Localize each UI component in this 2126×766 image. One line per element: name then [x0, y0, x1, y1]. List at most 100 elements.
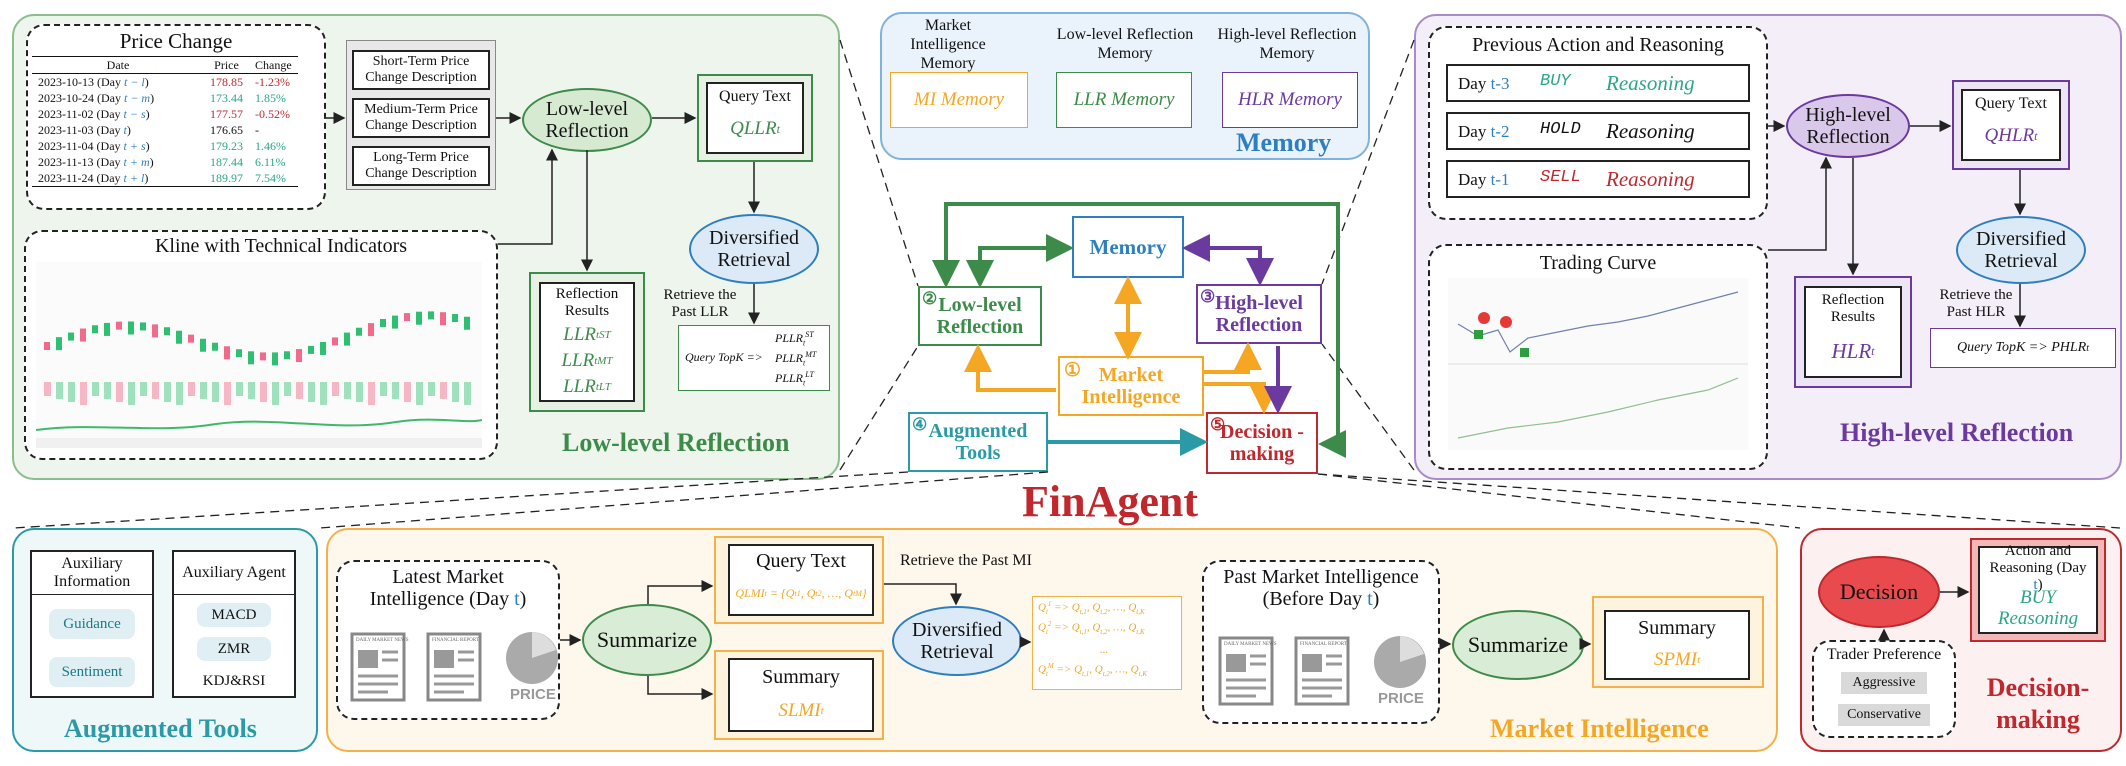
kline-candle — [308, 345, 314, 354]
kline-volume-bar — [152, 382, 159, 399]
buy-marker-icon-2 — [1520, 348, 1529, 357]
center-tools-node: ④ Augmented Tools — [908, 412, 1048, 472]
action-title: Action and Reasoning (Day t) — [1989, 542, 2087, 593]
trader-preference-title: Trader Preference — [1826, 646, 1942, 663]
price-date: 2023-10-24 (Day t − m) — [38, 91, 155, 105]
kline-candle — [116, 321, 122, 330]
price-date: 2023-11-24 (Day t + l) — [38, 171, 149, 185]
kline-candle — [320, 341, 326, 355]
medium-term-description: Medium-Term Price Change Description — [352, 98, 490, 138]
q-line: ... — [1100, 644, 1109, 656]
kline-volume-bar — [260, 382, 267, 402]
kline-volume-bar — [68, 382, 75, 402]
prev-action-day: Day t-3 — [1458, 74, 1510, 93]
price-date: 2023-11-13 (Day t + m) — [38, 155, 154, 169]
report-icon: FINANCIAL REPORT — [1292, 634, 1356, 710]
trading-curve-title: Trading Curve — [1539, 251, 1657, 274]
kline-volume-bar — [272, 382, 279, 405]
center-llr-label: Low-level Reflection — [936, 294, 1024, 338]
kline-candle — [140, 322, 146, 331]
llr-results-label: Reflection Results — [555, 286, 619, 319]
kline-volume-bar — [164, 382, 171, 402]
hlr-results-label: Reflection Results — [1821, 292, 1885, 325]
memory-panel-title: Memory — [1236, 128, 1332, 157]
center-decision-num: ⑤ — [1210, 415, 1226, 434]
kline-candle — [200, 338, 206, 352]
decision-node: Decision — [1818, 556, 1940, 628]
price-date: 2023-11-04 (Day t + s) — [38, 139, 150, 153]
kline-candle — [128, 321, 134, 335]
low-level-reflection-node: Low-level Reflection — [522, 88, 652, 152]
action-inner: Action and Reasoning (Day t) BUY Reasoni… — [1978, 542, 2098, 634]
hlr-memory-box: HLR Memory — [1222, 72, 1358, 128]
prev-action-day: Day t-2 — [1458, 122, 1510, 141]
col-price: Price — [214, 58, 239, 72]
kline-candle — [368, 323, 374, 337]
center-decision-node: ⑤ Decision -making — [1206, 412, 1318, 474]
kline-volume-bar — [236, 382, 243, 396]
llr-topk-box: Query TopK => PLLRtST PLLRtMT PLLRtLT — [678, 325, 830, 391]
kline-candle — [152, 324, 158, 338]
short-term-description: Short-Term Price Change Description — [352, 50, 490, 90]
kline-volume-bar — [344, 382, 351, 399]
guidance-pill: Guidance — [49, 609, 135, 639]
price-date: 2023-11-03 (Day t) — [38, 123, 131, 137]
llr-retrieve-label: Retrieve the Past LLR — [663, 287, 737, 320]
price-row: 2023-11-02 (Day t − s)177.57-0.52% — [32, 106, 298, 122]
kdj-rsi-pill: KDJ&RSI — [202, 672, 266, 689]
kline-candle — [188, 334, 194, 343]
market-panel-title: Market Intelligence — [1490, 714, 1709, 743]
mi-memory-box: MI Memory — [890, 72, 1028, 128]
past-mi-title: Past Market Intelligence (Before Day t) — [1223, 566, 1419, 610]
report-icon: FINANCIAL REPORT — [424, 630, 488, 706]
aux-agent-box: Auxiliary Agent MACD ZMR KDJ&RSI — [172, 550, 296, 698]
augmented-panel-title: Augmented Tools — [64, 714, 257, 743]
center-memory-node: Memory — [1072, 216, 1184, 278]
center-hlr-label: High-level Reflection — [1215, 292, 1303, 336]
kline-volume-bar — [356, 382, 363, 402]
mi-retrieve-label: Retrieve the Past MI — [900, 552, 1032, 569]
llr-topk-st: PLLRtST — [775, 330, 814, 348]
sell-marker-icon — [1478, 312, 1490, 324]
kline-volume-bar — [104, 382, 111, 399]
aux-info-box: Auxiliary Information Guidance Sentiment — [30, 550, 154, 698]
price-change-table: Date Price Change 2023-10-13 (Day t − l)… — [32, 56, 298, 187]
llr-memory-title: Low-level Reflection Memory — [1056, 26, 1194, 62]
price-change: 1.46% — [255, 139, 286, 153]
price-value: 179.23 — [210, 139, 243, 153]
kline-volume-bar — [56, 382, 63, 399]
zmr-pill: ZMR — [197, 637, 271, 661]
mi-memory-title: Market Intelligence Memory — [910, 16, 986, 72]
kline-candle — [80, 328, 86, 342]
price-date: 2023-10-13 (Day t − l) — [38, 75, 149, 89]
price-change: 1.85% — [255, 91, 286, 105]
kline-candle — [248, 351, 254, 365]
col-date: Date — [106, 58, 130, 72]
kline-candle — [356, 327, 362, 336]
price-icon: PRICE — [500, 630, 564, 706]
summarize-node-1: Summarize — [582, 604, 712, 676]
center-hlr-node: ③ High-level Reflection — [1196, 284, 1322, 344]
prev-action-reasoning: Reasoning — [1606, 71, 1695, 95]
price-value: 178.85 — [210, 75, 243, 89]
price-value: 177.57 — [210, 107, 243, 121]
kline-volume-bar — [380, 382, 387, 396]
kline-volume-bar — [440, 382, 447, 399]
center-mi-num: ① — [1064, 360, 1082, 381]
sell-marker-icon-2 — [1500, 316, 1512, 328]
kline-volume-bar — [404, 382, 411, 402]
price-row: 2023-11-04 (Day t + s) 179.23 1.46% — [32, 138, 298, 154]
center-llr-node: ② Low-level Reflection — [918, 286, 1042, 346]
